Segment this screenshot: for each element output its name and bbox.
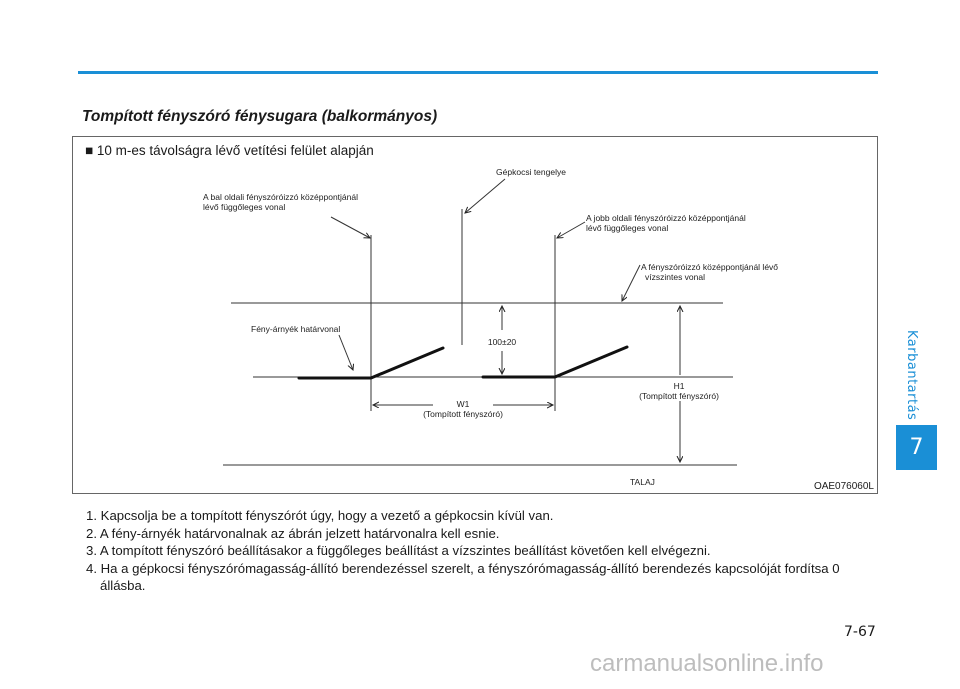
right-vertical-label: A jobb oldali fényszóróizzó középpontján… bbox=[586, 213, 746, 233]
section-tab-label: Karbantartás bbox=[904, 330, 919, 421]
ground-label: TALAJ bbox=[630, 477, 655, 487]
horizontal-line-leader bbox=[622, 264, 641, 301]
right-vertical-leader bbox=[557, 221, 586, 238]
page-title: Tompított fényszóró fénysugara (balkormá… bbox=[82, 108, 438, 125]
instruction-step: 4. Ha a gépkocsi fényszórómagasság-állít… bbox=[86, 560, 840, 594]
instruction-list: 1. Kapcsolja be a tompított fényszórót ú… bbox=[86, 507, 886, 595]
chapter-number-badge: 7 bbox=[896, 425, 937, 470]
diagram-drawing bbox=[223, 178, 737, 466]
figure-caption: ■ 10 m-es távolságra lévő vetítési felül… bbox=[85, 143, 374, 158]
page-number: 7-67 bbox=[844, 624, 876, 640]
horizontal-line-label-line1: A fényszóróizzó középpontjánál lévő bbox=[641, 262, 779, 272]
left-vertical-leader bbox=[330, 216, 370, 238]
h1-label-line1: H1 bbox=[673, 381, 685, 391]
w1-label-line1: W1 bbox=[456, 399, 470, 409]
h1-label: H1 (Tompított fényszóró) bbox=[629, 381, 729, 401]
right-vertical-label-line1: A jobb oldali fényszóróizzó középpontján… bbox=[586, 213, 746, 223]
left-vertical-label-line2: lévő függőleges vonal bbox=[203, 202, 286, 212]
vehicle-axis-label: Gépkocsi tengelye bbox=[496, 167, 566, 177]
header-rule bbox=[78, 71, 878, 74]
left-vertical-label-line1: A bal oldali fényszóróizzó középpontjáná… bbox=[203, 192, 358, 202]
watermark: carmanualsonline.info bbox=[590, 650, 824, 677]
headlamp-aim-diagram: ■ 10 m-es távolságra lévő vetítési felül… bbox=[72, 136, 878, 494]
left-vertical-label: A bal oldali fényszóróizzó középpontjáná… bbox=[203, 192, 358, 212]
figure-code: OAE076060L bbox=[813, 481, 874, 492]
horizontal-line-label-line2: vízszintes vonal bbox=[645, 272, 705, 282]
instruction-step: 1. Kapcsolja be a tompított fényszórót ú… bbox=[86, 508, 554, 523]
w1-label: W1 (Tompított fényszóró) bbox=[403, 399, 523, 419]
right-beam-pattern bbox=[481, 345, 629, 379]
horizontal-line-label: A fényszóróizzó középpontjánál lévő vízs… bbox=[641, 262, 778, 282]
offset-label: 100±20 bbox=[487, 337, 517, 347]
cutoff-leader bbox=[338, 334, 353, 370]
h1-label-line2: (Tompított fényszóró) bbox=[639, 391, 719, 401]
w1-label-line2: (Tompított fényszóró) bbox=[423, 409, 503, 419]
cutoff-label: Fény-árnyék határvonal bbox=[251, 324, 341, 334]
left-beam-pattern bbox=[297, 346, 445, 380]
instruction-step: 3. A tompított fényszóró beállításakor a… bbox=[86, 543, 711, 558]
instruction-step: 2. A fény-árnyék határvonalnak az ábrán … bbox=[86, 525, 500, 541]
vehicle-axis-leader bbox=[465, 178, 506, 213]
right-vertical-label-line2: lévő függőleges vonal bbox=[586, 223, 669, 233]
